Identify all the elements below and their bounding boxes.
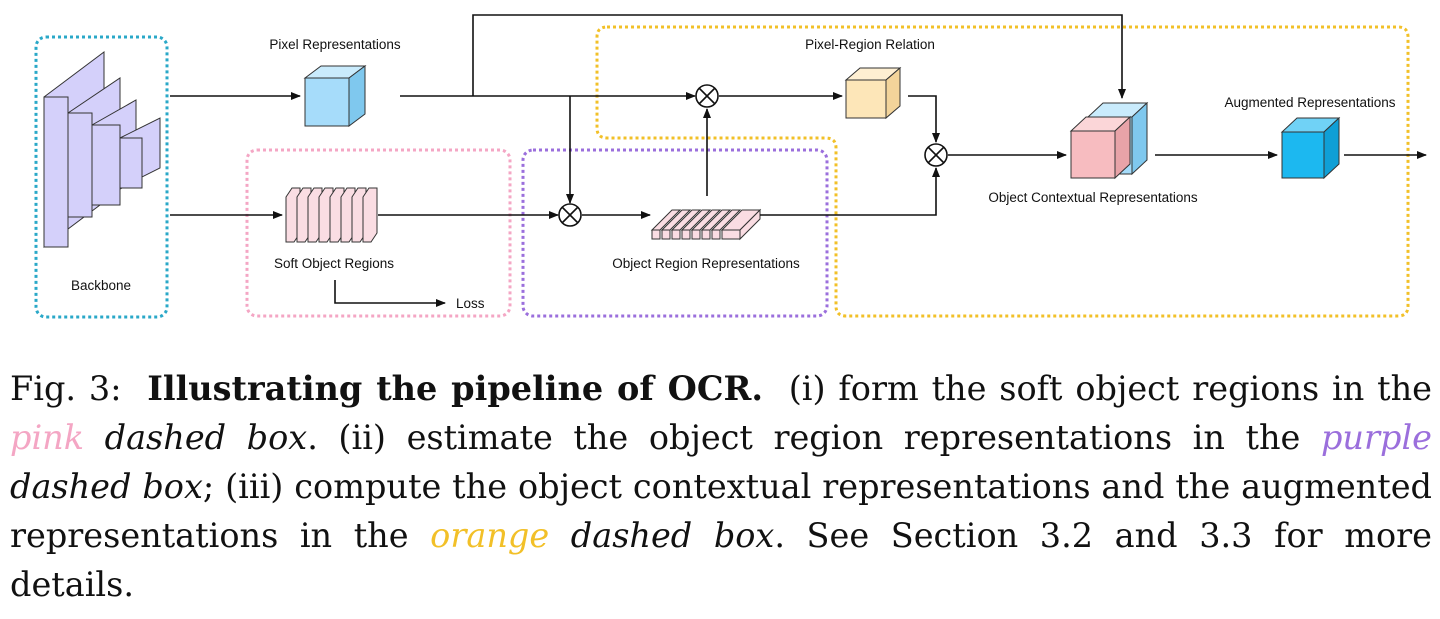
caption-dashed-box-1: dashed box xyxy=(104,418,308,457)
augmented-representations-cube xyxy=(1280,116,1341,180)
ocr-pipeline-diagram: Backbone Pixel Representations Soft Obje… xyxy=(34,14,1427,319)
pixel-representations-cube xyxy=(303,65,367,127)
caption-text-4: . See Section 3.2 and 3.3 for more detai… xyxy=(10,516,1433,604)
label-soft-object-regions: Soft Object Regions xyxy=(274,256,394,271)
caption-text-2: . (ii) estimate the object region repres… xyxy=(307,418,1301,457)
pixel-region-relation-cube xyxy=(844,66,902,120)
backbone-layers xyxy=(43,51,161,248)
multiply-operator-icon xyxy=(695,84,719,108)
multiply-operator-icon xyxy=(558,203,582,227)
label-pixel-region-relation: Pixel-Region Relation xyxy=(805,37,935,52)
caption-pink-word: pink xyxy=(10,418,85,457)
pink-dashed-box xyxy=(245,148,512,318)
caption-title: Illustrating the pipeline of OCR. xyxy=(147,369,764,408)
label-pixel-representations: Pixel Representations xyxy=(269,37,401,52)
multiply-operator-icon xyxy=(924,143,948,167)
soft-object-regions-stack xyxy=(285,187,378,243)
label-augmented-representations: Augmented Representations xyxy=(1224,95,1395,110)
caption-purple-word: purple xyxy=(1320,418,1432,457)
caption-text-3: ; (iii) compute the object contextual re… xyxy=(10,467,1432,555)
figure-caption: Fig. 3: Illustrating the pipeline of OCR… xyxy=(10,364,1432,609)
object-contextual-representations-cube xyxy=(1069,101,1149,180)
caption-dashed-box-2: dashed box xyxy=(10,467,203,506)
object-region-representations-stack xyxy=(650,208,762,241)
backbone-dashed-box xyxy=(34,35,169,319)
purple-dashed-box xyxy=(521,148,829,318)
caption-orange-word: orange xyxy=(430,516,550,555)
connection-arrows xyxy=(170,14,1427,307)
label-object-contextual-representations: Object Contextual Representations xyxy=(988,190,1198,205)
caption-fig-label: Fig. 3: xyxy=(10,369,122,408)
label-backbone: Backbone xyxy=(71,278,131,293)
label-loss: Loss xyxy=(456,296,485,311)
caption-dashed-box-3: dashed box xyxy=(570,516,775,555)
caption-text-1: (i) form the soft object regions in the xyxy=(788,369,1432,408)
label-object-region-representations: Object Region Representations xyxy=(612,256,800,271)
